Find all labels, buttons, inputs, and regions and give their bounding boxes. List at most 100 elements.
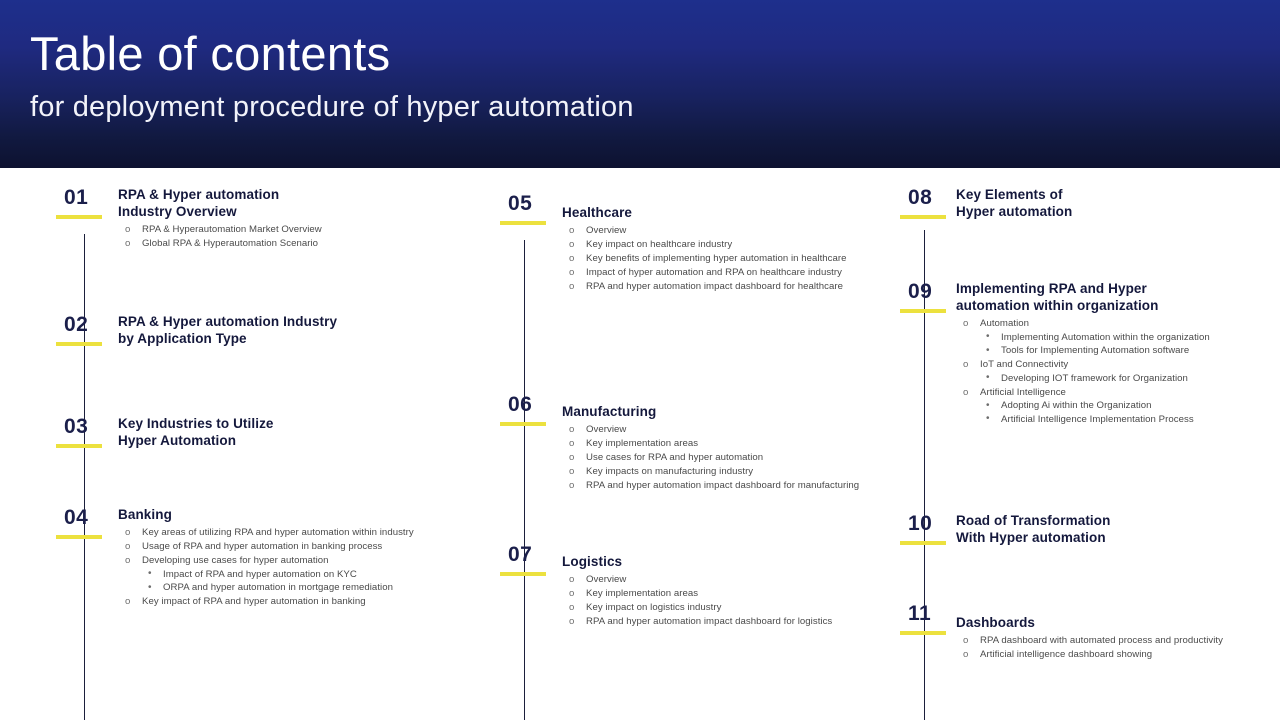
toc-entry-title-line: Healthcare — [562, 205, 633, 220]
toc-bullet-text: IoT and Connectivity — [980, 359, 1069, 370]
toc-entry-title-line: Road of Transformation — [956, 513, 1111, 528]
toc-subbullet-item[interactable]: •Artificial Intelligence Implementation … — [980, 413, 1276, 427]
accent-underline — [500, 572, 546, 576]
toc-bullet-text: RPA & Hyperautomation Market Overview — [142, 224, 322, 235]
circle-bullet-icon: o — [125, 596, 131, 607]
toc-entry-title-line: automation within organization — [956, 298, 1159, 313]
toc-subbullet-item[interactable]: •Developing IOT framework for Organizati… — [980, 372, 1276, 386]
toc-entry-title-line: by Application Type — [118, 331, 247, 346]
accent-underline — [900, 541, 946, 545]
toc-entry-title: Healthcare — [562, 204, 902, 221]
toc-entry-number: 05 — [508, 192, 533, 215]
circle-bullet-icon: o — [569, 480, 575, 491]
toc-entry-number-group: 09 — [900, 280, 958, 313]
toc-entry-number: 01 — [64, 186, 89, 209]
toc-entry-number-group: 04 — [56, 506, 114, 539]
toc-entry-title-line: Banking — [118, 507, 172, 522]
circle-bullet-icon: o — [569, 574, 575, 585]
toc-bullet-text: Key impact of RPA and hyper automation i… — [142, 596, 366, 607]
toc-bullet-text: RPA and hyper automation impact dashboar… — [586, 616, 833, 627]
toc-entry-number: 07 — [508, 543, 533, 566]
toc-subbullet-item[interactable]: • Adopting Ai within the Organization — [980, 399, 1276, 413]
toc-entry-title-line: Implementing RPA and Hyper — [956, 281, 1147, 296]
toc-subbullet-item[interactable]: •ORPA and hyper automation in mortgage r… — [142, 581, 498, 595]
toc-bullet-text: Overview — [586, 424, 627, 435]
toc-bullet-text: Developing use cases for hyper automatio… — [142, 555, 329, 566]
toc-subbullet-item[interactable]: • Implementing Automation within the orga… — [980, 331, 1276, 345]
accent-underline — [56, 215, 102, 219]
toc-entry-content: Implementing RPA and Hyper automation wit… — [956, 280, 1276, 427]
toc-bullet-text: Key areas of utilizing RPA and hyper aut… — [142, 527, 414, 538]
circle-bullet-icon: o — [569, 239, 575, 250]
toc-entry-number: 11 — [908, 602, 932, 625]
toc-subbullet-list: • Adopting Ai within the Organization•Ar… — [980, 399, 1276, 426]
toc-entry-number-group: 02 — [56, 313, 114, 346]
dot-bullet-icon: • — [986, 331, 990, 342]
toc-bullet-item[interactable]: o Key impact of RPA and hyper automation … — [118, 595, 498, 609]
accent-underline — [56, 342, 102, 346]
circle-bullet-icon: o — [569, 588, 575, 599]
toc-subbullet-text: ORPA and hyper automation in mortgage re… — [163, 582, 393, 593]
dot-bullet-icon: • — [148, 568, 152, 579]
circle-bullet-icon: o — [963, 386, 969, 398]
page-title: Table of contents — [30, 27, 391, 80]
circle-bullet-icon: o — [569, 452, 575, 463]
toc-bullet-item[interactable]: o Developing use cases for hyper automati… — [118, 554, 498, 595]
page-subtitle: for deployment procedure of hyper automa… — [30, 91, 634, 123]
circle-bullet-icon: o — [125, 555, 131, 566]
toc-subbullet-text: Implementing Automation within the organ… — [1001, 331, 1210, 343]
toc-bullet-item[interactable]: o IoT and Connectivity•Developing IOT fr… — [956, 358, 1276, 385]
toc-entry-number: 04 — [64, 506, 89, 529]
toc-bullet-item[interactable]: o Artificial Intelligence• Adopting Ai wi… — [956, 386, 1276, 427]
toc-bullet-item[interactable]: o RPA and hyper automation impact dashboa… — [562, 479, 902, 493]
toc-entry-number: 03 — [64, 415, 89, 438]
toc-bullet-text: RPA and hyper automation impact dashboar… — [586, 480, 860, 491]
toc-bullet-text: Usage of RPA and hyper automation in ban… — [142, 541, 383, 552]
toc-bullet-text: Artificial intelligence dashboard showin… — [980, 649, 1153, 660]
accent-underline — [500, 221, 546, 225]
toc-subbullet-item[interactable]: •Tools for Implementing Automation softw… — [980, 344, 1276, 358]
toc-subbullet-item[interactable]: •Impact of RPA and hyper automation on K… — [142, 568, 498, 582]
accent-underline — [500, 422, 546, 426]
toc-entry-title: Logistics — [562, 553, 902, 570]
toc-bullet-text: Artificial Intelligence — [980, 386, 1066, 398]
toc-bullet-text: Impact of hyper automation and RPA on he… — [586, 267, 842, 278]
dot-bullet-icon: • — [986, 344, 990, 356]
toc-bullet-text: Key benefits of implementing hyper autom… — [586, 253, 847, 264]
dot-bullet-icon: • — [986, 413, 990, 424]
